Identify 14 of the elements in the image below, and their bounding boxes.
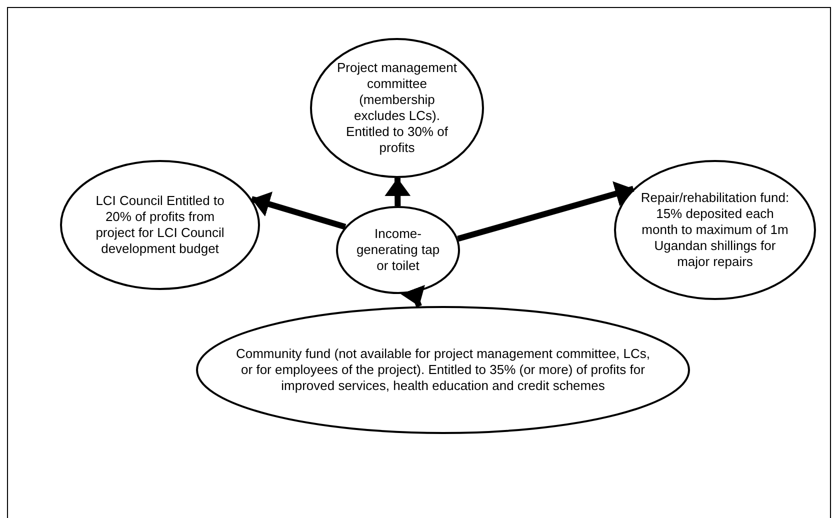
node-text: Repair/rehabilitation fund: 15% deposited each month to maximum of 1m Ugandan shillings for major repairs xyxy=(640,190,790,270)
arrow xyxy=(457,181,634,242)
arrow xyxy=(250,192,346,230)
ellipse-node xyxy=(60,160,260,290)
ellipse-node xyxy=(196,306,690,434)
node-text: LCI Council Entitled to 20% of profits from project for LCI Council development budget xyxy=(94,193,226,257)
arrow xyxy=(400,284,425,308)
node-text: Project management committee (membership excludes LCs). Entitled to 30% of profits xyxy=(336,60,458,156)
ellipse-node xyxy=(614,160,816,300)
ellipse-node xyxy=(310,38,484,178)
node-text: Community fund (not available for project management committee, LCs, or for employees of the project). Entitled to 35% (or more) of profits for improved services, health education and credit schemes xyxy=(234,346,652,394)
arrow xyxy=(384,178,411,206)
ellipse-node xyxy=(336,206,460,294)
node-text: Income-generating tap or toilet xyxy=(355,226,441,274)
